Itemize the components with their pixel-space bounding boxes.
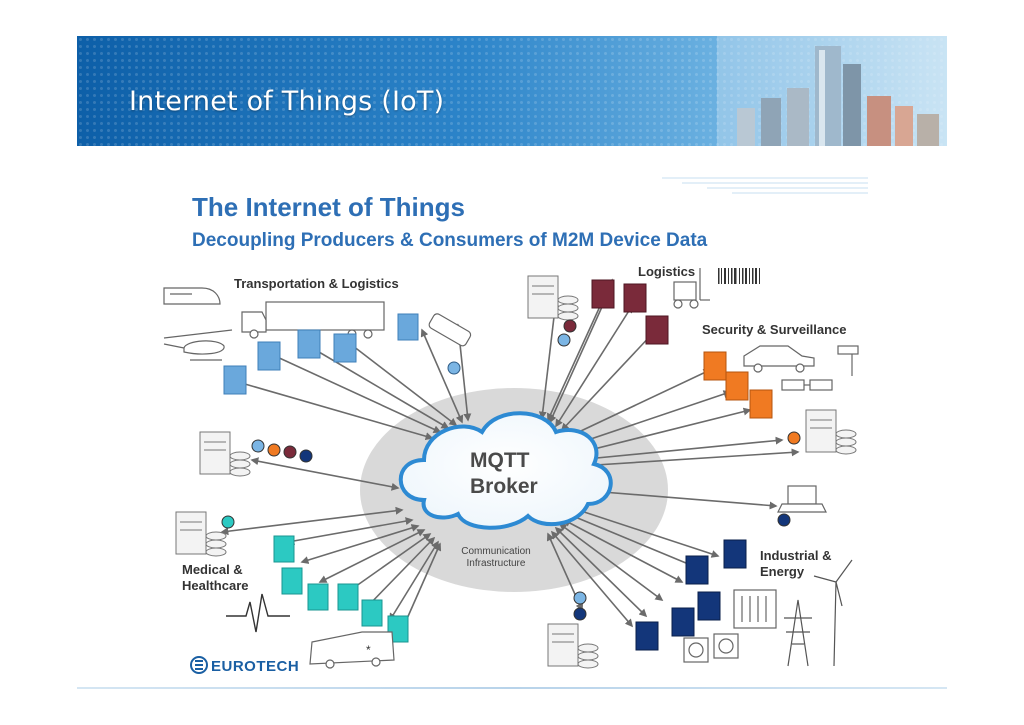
barcode-icon — [718, 268, 760, 284]
status-dot — [573, 607, 587, 621]
sector-label-transportation: Transportation & Logistics — [234, 276, 399, 291]
sector-label-logistics: Logistics — [638, 264, 696, 279]
page-title: Internet of Things (IoT) — [129, 86, 445, 117]
infrastructure-line-1: Communication — [461, 546, 531, 557]
status-dot — [299, 449, 313, 463]
industrial-devices — [635, 539, 747, 651]
status-dot — [787, 431, 801, 445]
eurotech-logo: EUROTECH — [190, 656, 299, 675]
status-dot — [447, 361, 461, 375]
surveillance-camera-icon — [781, 345, 859, 391]
status-dot — [563, 319, 577, 333]
medical-line-2: Healthcare — [182, 578, 249, 593]
wind-turbine-icon — [813, 559, 853, 667]
industrial-controller-icon — [733, 589, 777, 629]
mqtt-broker-cloud — [398, 411, 613, 530]
status-dot — [251, 439, 265, 453]
industrial-line-2: Energy — [760, 564, 805, 579]
ambulance-icon: * — [309, 631, 395, 669]
status-dot — [777, 513, 791, 527]
transport-devices — [223, 313, 419, 395]
infrastructure-label: Communication Infrastructure — [446, 546, 546, 570]
eurotech-logo-text: EUROTECH — [211, 658, 300, 675]
city-skyline-icon — [717, 36, 947, 146]
svg-text:*: * — [366, 643, 371, 657]
mqtt-broker-label: MQTT Broker — [470, 448, 560, 500]
infrastructure-line-2: Infrastructure — [466, 558, 526, 569]
bottom-server-icon — [547, 623, 599, 669]
sector-label-industrial: Industrial & Energy — [760, 548, 832, 580]
broker-line-2: Broker — [470, 475, 538, 498]
medical-line-1: Medical & — [182, 562, 243, 577]
logistics-devices — [591, 279, 669, 345]
laptop-icon — [777, 485, 827, 513]
footer-divider — [77, 687, 947, 689]
forklift-icon — [673, 268, 710, 309]
security-devices — [703, 351, 773, 419]
status-dot — [573, 591, 587, 605]
sector-label-medical: Medical & Healthcare — [182, 562, 248, 594]
iot-diagram: * — [162, 170, 868, 686]
eurotech-logo-icon — [190, 656, 208, 674]
broker-line-1: MQTT — [470, 449, 530, 472]
logistics-server-icon — [527, 275, 579, 321]
helicopter-icon — [163, 329, 233, 361]
right-server-icon — [805, 409, 857, 455]
status-dot — [221, 515, 235, 529]
power-tower-icon — [784, 599, 812, 667]
train-icon — [163, 287, 221, 305]
medical-devices — [273, 535, 409, 643]
medical-server-icon — [175, 511, 227, 557]
diagram-subtitle: Decoupling Producers & Consumers of M2M … — [192, 230, 708, 251]
header-banner: Internet of Things (IoT) — [77, 36, 947, 146]
truck-icon — [241, 301, 385, 339]
industrial-line-1: Industrial & — [760, 548, 832, 563]
police-car-icon — [743, 345, 815, 373]
left-server-icon — [199, 431, 251, 477]
status-dot — [557, 333, 571, 347]
sector-label-security: Security & Surveillance — [702, 322, 847, 337]
heartbeat-icon — [226, 593, 290, 633]
status-dot — [283, 445, 297, 459]
decorative-lines — [662, 177, 868, 194]
status-dot — [267, 443, 281, 457]
diagram-title: The Internet of Things — [192, 192, 465, 222]
meter-icon — [683, 633, 739, 663]
diagram-canvas: * — [163, 177, 868, 669]
handheld-device-icon — [428, 313, 472, 347]
